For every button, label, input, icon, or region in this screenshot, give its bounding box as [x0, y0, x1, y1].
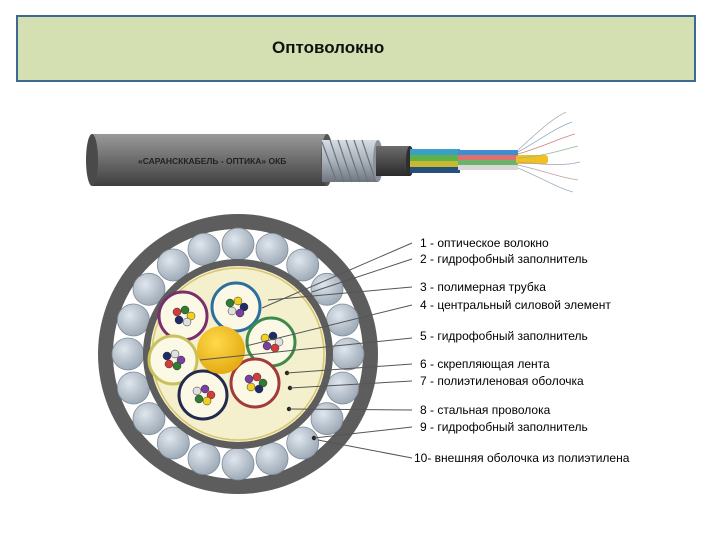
label-central-strength-member: 4 - центральный силовой элемент [420, 298, 611, 312]
steel-wire [256, 443, 288, 475]
optical-fiber [226, 299, 234, 307]
optical-fiber [165, 360, 173, 368]
cable-steel-armor [322, 140, 383, 182]
optical-fiber [193, 387, 201, 395]
optical-fiber [228, 307, 236, 315]
label-hydrophobic-filler-2: 5 - гидрофобный заполнитель [420, 329, 588, 343]
component-labels: 1 - оптическое волокно 2 - гидрофобный з… [414, 236, 630, 465]
label-hydrophobic-filler-1: 2 - гидрофобный заполнитель [420, 252, 588, 266]
label-binding-tape: 6 - скрепляющая лента [420, 357, 550, 371]
optical-fiber [183, 318, 191, 326]
optical-fiber [234, 297, 242, 305]
label-polymer-tube: 3 - полимерная трубка [420, 280, 546, 294]
polymer-tube [212, 283, 260, 331]
steel-wire [332, 338, 364, 370]
optical-fiber [253, 373, 261, 381]
steel-wire [256, 233, 288, 265]
steel-wire [188, 443, 220, 475]
optical-fiber [245, 375, 253, 383]
cable-cross-section [98, 214, 378, 494]
optical-fiber [171, 350, 179, 358]
steel-wire [327, 304, 359, 336]
optical-fiber [203, 397, 211, 405]
label-optical-fiber: 1 - оптическое волокно [420, 236, 549, 250]
optical-fiber [163, 352, 171, 360]
optical-fiber [181, 306, 189, 314]
label-polyethylene-sheath: 7 - полиэтиленовая оболочка [420, 374, 584, 388]
steel-wire [117, 372, 149, 404]
polymer-tube [159, 292, 207, 340]
cable-inner-sheath [376, 146, 414, 176]
steel-wire [222, 448, 254, 480]
cable-side-view: «САРАНСККАБЕЛЬ - ОПТИКА» ОКБ [86, 112, 580, 192]
steel-wire [112, 338, 144, 370]
optical-fiber [236, 309, 244, 317]
optical-fiber [173, 362, 181, 370]
steel-wire [188, 233, 220, 265]
optical-fiber [195, 395, 203, 403]
optical-fiber [263, 342, 271, 350]
steel-wire [327, 372, 359, 404]
cable-brand-text: «САРАНСККАБЕЛЬ - ОПТИКА» ОКБ [138, 156, 286, 166]
optical-fiber [173, 308, 181, 316]
central-strength-member [197, 326, 245, 374]
optical-fiber [247, 383, 255, 391]
steel-wire [222, 228, 254, 260]
optical-fiber [175, 316, 183, 324]
label-steel-wire: 8 - стальная проволока [420, 403, 551, 417]
label-outer-sheath: 10- внешняя оболочка из полиэтилена [414, 451, 630, 465]
cable-fibers [518, 112, 580, 192]
optical-fiber [271, 344, 279, 352]
label-hydrophobic-filler-3: 9 - гидрофобный заполнитель [420, 420, 588, 434]
polymer-tube [179, 371, 227, 419]
steel-wire [117, 304, 149, 336]
optical-fiber [201, 385, 209, 393]
cable-tubes [410, 149, 518, 173]
optical-fiber [255, 385, 263, 393]
